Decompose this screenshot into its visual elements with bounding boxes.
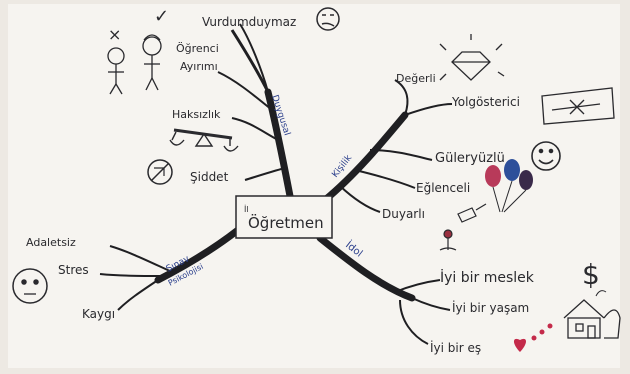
leaf-ogrenci: Öğrenci bbox=[176, 42, 219, 55]
house-icon bbox=[563, 290, 621, 339]
student-girl-icon bbox=[142, 34, 162, 91]
center-label: Öğretmen bbox=[248, 213, 324, 232]
leaf-yolgosterici: Yolgösterici bbox=[451, 95, 520, 109]
center-box bbox=[235, 195, 333, 239]
scale-icon bbox=[169, 128, 239, 152]
hearts-icon bbox=[514, 323, 553, 352]
sub-ogrenci bbox=[217, 71, 273, 111]
leaf-ayirimi: Ayırımı bbox=[180, 60, 218, 73]
branch-top-left-tip bbox=[230, 29, 270, 93]
sub-yolgosterici bbox=[404, 103, 453, 116]
diamond-icon bbox=[439, 34, 505, 81]
sub-degerli bbox=[394, 79, 409, 116]
sub-vurdumduymaz bbox=[239, 23, 269, 93]
branch-top-right bbox=[321, 111, 409, 204]
cross-mark-icon: × bbox=[108, 25, 121, 44]
leaf-iyi-yasam: İyi bir yaşam bbox=[452, 300, 529, 315]
dollar-icon: $ bbox=[582, 258, 600, 291]
leaf-duyarli: Duyarlı bbox=[382, 207, 425, 221]
field-drawing-icon bbox=[541, 87, 615, 125]
student-boy-icon bbox=[107, 47, 125, 95]
leaf-haksizlik: Haksızlık bbox=[172, 108, 221, 121]
leaf-guleryuzlu: Güleryüzlü bbox=[435, 151, 505, 166]
branch-bottom-left bbox=[154, 226, 242, 284]
sub-kaygi bbox=[117, 279, 159, 311]
check-mark-icon: ✓ bbox=[154, 6, 169, 27]
sub-stres bbox=[99, 273, 166, 277]
sub-iyi-meslek bbox=[394, 279, 441, 293]
sub-eglenceli bbox=[354, 169, 416, 189]
leaf-adaletsiz: Adaletsiz bbox=[26, 236, 76, 249]
paper-sheet bbox=[8, 4, 620, 368]
leaf-siddet: Şiddet bbox=[190, 170, 229, 184]
leaf-stres: Stres bbox=[58, 263, 89, 277]
branch-bottom-right bbox=[316, 234, 416, 302]
leaf-iyi-meslek: İyi bir meslek bbox=[440, 268, 535, 286]
sub-haksizlik bbox=[231, 117, 279, 141]
branch-top-left bbox=[264, 88, 294, 200]
sub-duyarli bbox=[339, 185, 381, 213]
stressed-face-icon bbox=[12, 268, 48, 304]
leaf-kaygi: Kaygı bbox=[82, 307, 115, 321]
smiley-face-icon bbox=[531, 141, 561, 171]
leaf-vurdumduymaz: Vurdumduymaz bbox=[202, 15, 296, 29]
sub-adaletsiz bbox=[109, 245, 173, 273]
balloons-icon bbox=[485, 159, 533, 213]
sub-siddet bbox=[244, 167, 286, 181]
leaf-eglenceli: Eğlenceli bbox=[416, 181, 470, 195]
no-violence-icon bbox=[147, 159, 173, 185]
sub-iyi-yasam bbox=[411, 297, 451, 311]
flower-watering-icon bbox=[439, 203, 487, 251]
sub-iyi-es bbox=[399, 299, 429, 345]
leaf-iyi-es: İyi bir eş bbox=[430, 340, 481, 355]
sub-guleryuzlu bbox=[369, 149, 433, 161]
center-prefix: İl bbox=[244, 204, 249, 214]
smirk-face-icon bbox=[316, 7, 340, 31]
leaf-degerli: Değerli bbox=[396, 72, 436, 85]
